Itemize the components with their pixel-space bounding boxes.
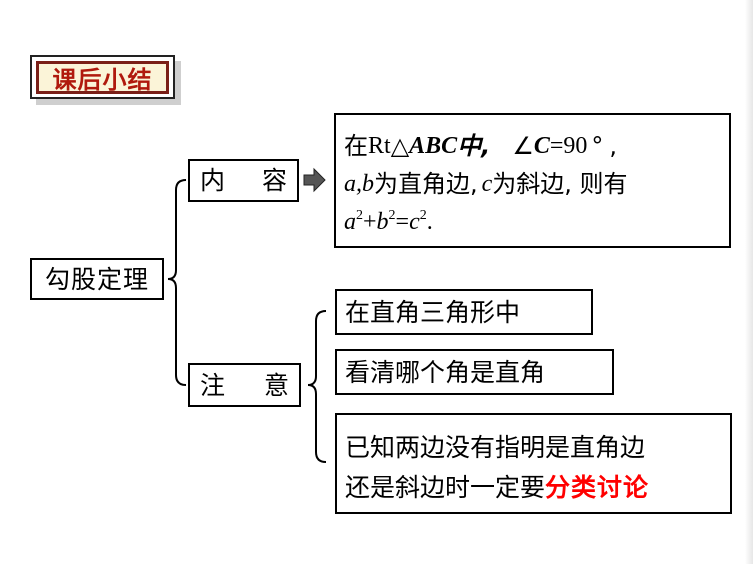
- note-item-3-line-2: 还是斜边时一定要 分类讨论: [345, 467, 730, 507]
- note-item-3-prefix: 还是斜边时一定要: [345, 472, 546, 502]
- var-c: c: [481, 171, 493, 197]
- theorem-angle-c: C: [533, 133, 550, 159]
- theorem-line1-comma: ,: [609, 132, 618, 160]
- theorem-abc: ABC: [409, 133, 458, 159]
- note-item-3: 已知两边没有指明是直角边 还是斜边时一定要 分类讨论: [335, 413, 732, 514]
- legs-text: 为直角边,: [374, 170, 478, 198]
- theorem-mid: 中,: [457, 132, 491, 160]
- theorem-angle-value: =90: [549, 133, 588, 159]
- degree-symbol: °: [591, 132, 604, 160]
- angle-symbol: ∠: [512, 132, 534, 160]
- var-separator: ,: [356, 171, 362, 197]
- theorem-line-2: a , b 为直角边, c 为斜边, 则有: [344, 165, 721, 203]
- formula-exp-b: 2: [388, 208, 396, 223]
- note-item-3-line-1: 已知两边没有指明是直角边: [345, 432, 646, 462]
- title-badge-frame: 课后小结: [30, 55, 175, 99]
- theorem-rt: Rt: [368, 133, 391, 159]
- note-node: 注 意: [188, 363, 301, 407]
- var-a: a: [344, 171, 356, 197]
- note-item-2: 看清哪个角是直角: [335, 349, 614, 395]
- root-brace: [167, 179, 187, 386]
- title-badge: 课后小结: [30, 55, 181, 105]
- formula-period: .: [426, 209, 433, 235]
- note-item-1: 在直角三角形中: [335, 289, 593, 335]
- content-label-char1: 内: [200, 166, 226, 195]
- formula-exp-a: 2: [356, 208, 363, 223]
- right-arrow-icon: [303, 167, 326, 193]
- theorem-prefix: 在: [344, 132, 368, 160]
- note-brace: [307, 310, 327, 463]
- theorem-line-1: 在 Rt △ ABC 中, ∠ C =90 ° ,: [344, 127, 721, 165]
- formula-a: a: [344, 209, 356, 235]
- formula-equals: =: [395, 209, 410, 235]
- formula-exp-c: 2: [419, 208, 427, 223]
- triangle-symbol: △: [390, 132, 410, 160]
- note-label-char2: 意: [263, 370, 289, 400]
- note-label-char1: 注: [200, 370, 226, 400]
- var-b: b: [362, 171, 374, 197]
- formula-c: c: [409, 209, 420, 235]
- hypotenuse-text: 为斜边, 则有: [492, 170, 628, 198]
- root-node: 勾股定理: [30, 258, 164, 300]
- formula-plus: +: [363, 209, 377, 235]
- classification-highlight: 分类讨论: [545, 472, 650, 502]
- formula-b: b: [376, 209, 389, 235]
- content-label-char2: 容: [261, 166, 287, 195]
- title-badge-label: 课后小结: [36, 60, 169, 94]
- theorem-node: 在 Rt △ ABC 中, ∠ C =90 ° , a , b 为直角边, c …: [334, 113, 731, 248]
- content-node: 内 容: [188, 159, 299, 202]
- slide-edge-shade: [745, 0, 753, 564]
